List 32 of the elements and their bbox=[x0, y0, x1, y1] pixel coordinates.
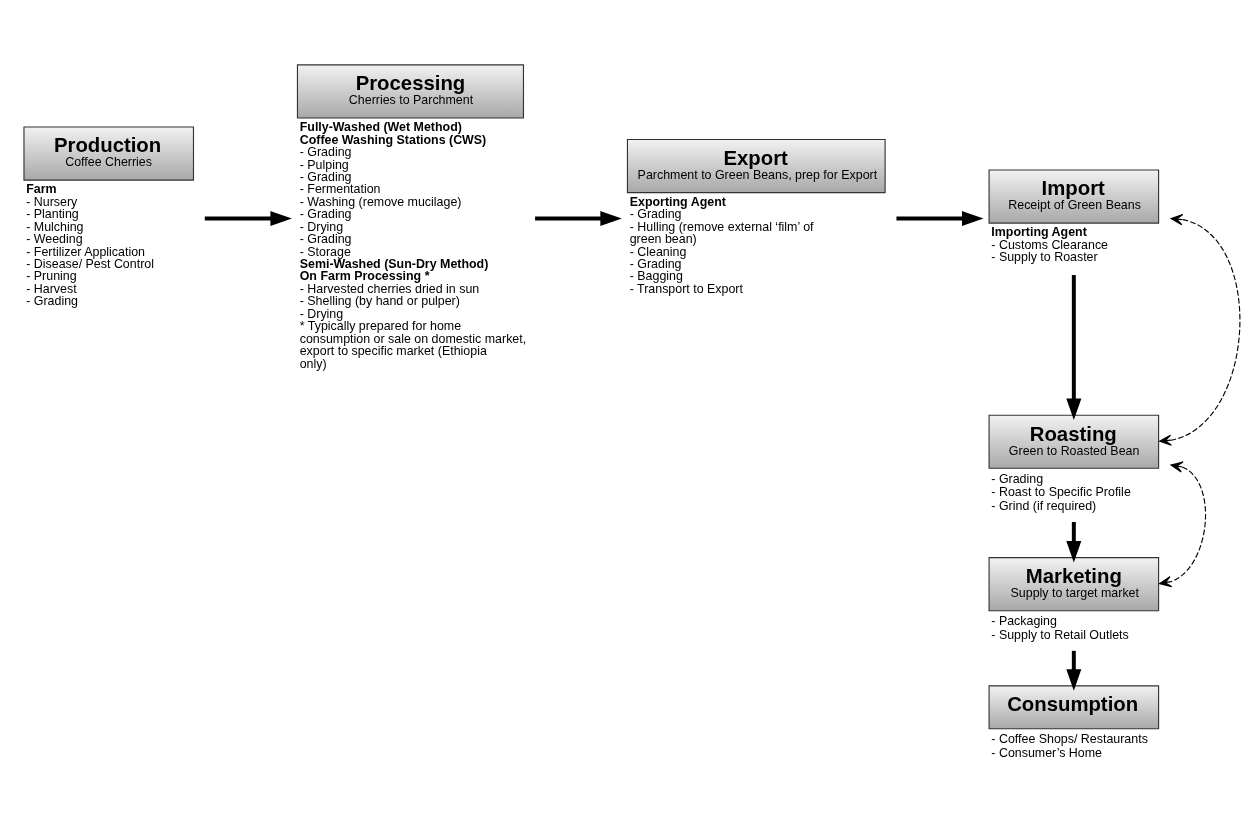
arrow bbox=[1066, 275, 1082, 421]
node-label: - Supply to Retail Outlets bbox=[991, 627, 1129, 642]
node-label: - Drying bbox=[299, 306, 344, 321]
node-label: - Grading bbox=[26, 294, 79, 309]
node-label: Farm bbox=[26, 182, 57, 197]
node-label: - Shelling (by hand or pulper) bbox=[299, 294, 460, 309]
node-label: - Grading bbox=[991, 471, 1044, 486]
arrow bbox=[1159, 214, 1241, 446]
node-label: Fully-Washed (Wet Method) bbox=[299, 120, 462, 135]
node-label: - Roast to Specific Profile bbox=[991, 485, 1131, 500]
node-label: - Consumer’s Home bbox=[991, 745, 1103, 760]
arrow bbox=[204, 211, 292, 227]
node-label: - Washing (remove mucilage) bbox=[299, 194, 462, 209]
node-label: Exporting Agent bbox=[629, 194, 726, 209]
node-label: - Grind (if required) bbox=[991, 498, 1097, 513]
node-label: - Disease/ Pest Control bbox=[26, 257, 154, 272]
node-label: - Pruning bbox=[26, 269, 77, 284]
arrow bbox=[896, 211, 984, 227]
node-label: - Grading bbox=[629, 257, 682, 272]
arrow bbox=[535, 211, 622, 227]
node-label: - Coffee Shops/ Restaurants bbox=[991, 732, 1148, 747]
arrow bbox=[1066, 522, 1082, 563]
node-label: - Supply to Roaster bbox=[991, 250, 1098, 265]
arrow bbox=[1159, 461, 1207, 588]
node-label: - Drying bbox=[299, 219, 344, 234]
node-label: - Grading bbox=[299, 145, 352, 160]
node-label: - Grading bbox=[299, 170, 352, 185]
node-label: - Nursery bbox=[26, 194, 78, 209]
node-label: - Packaging bbox=[991, 614, 1057, 629]
node-label: Semi-Washed (Sun-Dry Method) bbox=[299, 257, 489, 272]
arrow bbox=[1066, 650, 1082, 691]
node-label: Importing Agent bbox=[991, 225, 1087, 240]
